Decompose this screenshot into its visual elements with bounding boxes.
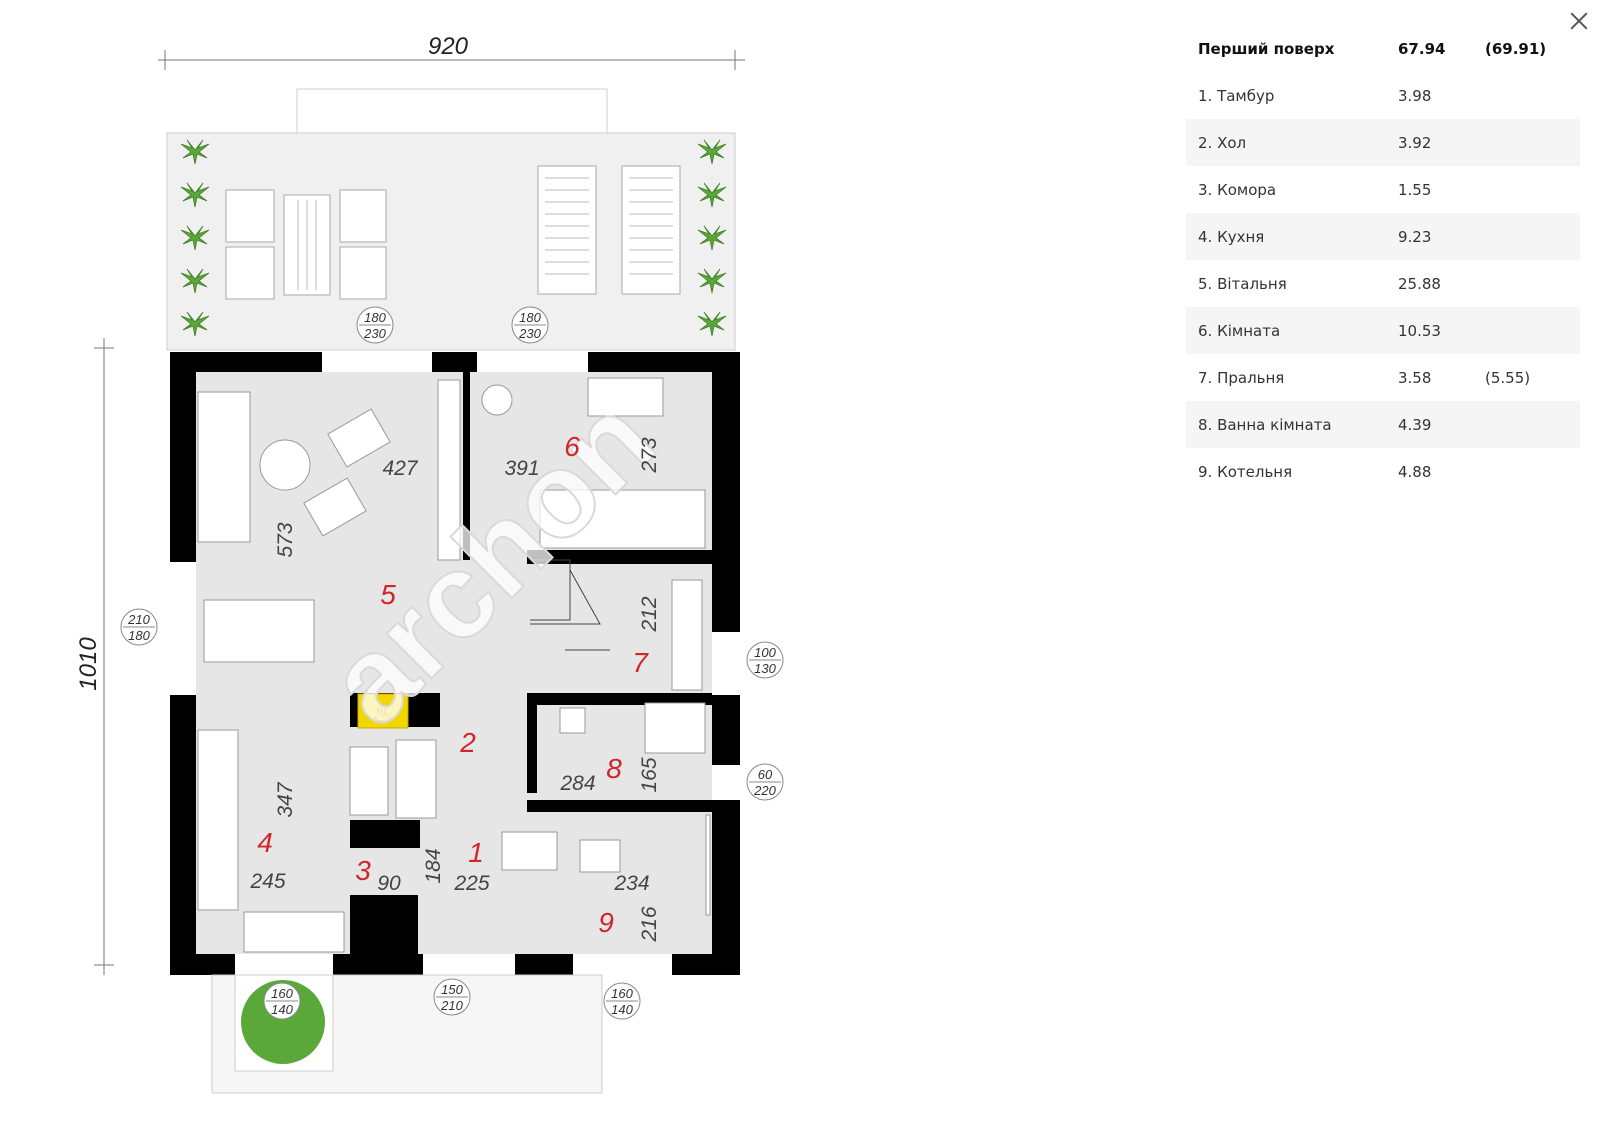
room-area: 3.98	[1398, 87, 1432, 105]
svg-text:100: 100	[754, 645, 776, 660]
opening-marker: 210 180	[120, 608, 158, 646]
dim-427: 427	[382, 457, 418, 480]
room-area-table: Перший поверх 67.94 (69.91) 1. Тамбур 3.…	[1186, 25, 1580, 495]
table-row: 4. Кухня 9.23	[1186, 213, 1580, 260]
svg-text:60: 60	[758, 767, 773, 782]
dim-234: 234	[613, 872, 649, 895]
room-name: 6. Кімната	[1198, 322, 1281, 340]
opening-marker: 100 130	[746, 641, 784, 679]
room-area: 4.88	[1398, 463, 1432, 481]
room-number-7: 7	[632, 647, 649, 678]
dim-284: 284	[559, 772, 595, 795]
room-number-1: 1	[468, 837, 484, 868]
floor-area: 67.94	[1398, 40, 1446, 58]
floor-plan-drawing: 920 1010	[75, 33, 784, 1094]
svg-text:160: 160	[611, 986, 633, 1001]
table-row: 9. Котельня 4.88	[1186, 448, 1580, 495]
dim-184: 184	[422, 848, 445, 883]
room-area: 3.92	[1398, 134, 1432, 152]
dim-216: 216	[638, 906, 661, 942]
opening-marker: 150 210	[433, 978, 471, 1016]
dim-212: 212	[638, 596, 661, 632]
room-gross-area: (5.55)	[1485, 369, 1531, 387]
svg-text:140: 140	[611, 1002, 633, 1017]
dim-573: 573	[274, 522, 297, 557]
room-number-6: 6	[564, 431, 580, 462]
room-name: 5. Вітальня	[1198, 275, 1287, 293]
interior-dimensions: 427 391 273 573 212 347 284 165 184 245 …	[249, 437, 661, 942]
room-number-8: 8	[606, 753, 622, 784]
dim-height: 1010	[75, 637, 102, 691]
room-area: 10.53	[1398, 322, 1441, 340]
room-number-9: 9	[598, 907, 614, 938]
opening-marker: 180 230	[511, 306, 549, 344]
tree-icon	[241, 980, 325, 1064]
table-row: 3. Комора 1.55	[1186, 166, 1580, 213]
room-numbers: 1 2 3 4 5 6 7 8 9	[257, 431, 649, 938]
svg-text:150: 150	[441, 982, 463, 997]
dim-width: 920	[428, 33, 469, 60]
opening-marker: 60 220	[746, 763, 784, 801]
room-name: 2. Хол	[1198, 134, 1247, 152]
svg-text:230: 230	[363, 326, 386, 341]
room-area: 3.58	[1398, 369, 1432, 387]
room-name: 8. Ванна кімната	[1198, 416, 1332, 434]
room-area: 9.23	[1398, 228, 1432, 246]
floor-gross-area: (69.91)	[1485, 40, 1547, 58]
table-row: 8. Ванна кімната 4.39	[1186, 401, 1580, 448]
furniture	[197, 377, 711, 953]
stairs	[530, 559, 610, 651]
svg-text:230: 230	[518, 326, 541, 341]
table-row: 7. Пральня 3.58 (5.55)	[1186, 354, 1580, 401]
table-row: 6. Кімната 10.53	[1186, 307, 1580, 354]
room-number-5: 5	[380, 579, 396, 610]
svg-text:210: 210	[127, 612, 150, 627]
svg-text:210: 210	[440, 998, 463, 1013]
fireplace	[357, 693, 409, 729]
svg-text:220: 220	[753, 783, 776, 798]
dim-245: 245	[249, 870, 285, 893]
opening-marker: 160 140	[263, 982, 301, 1020]
svg-text:140: 140	[271, 1002, 293, 1017]
room-number-2: 2	[459, 727, 476, 758]
dim-273: 273	[638, 437, 661, 473]
room-number-4: 4	[257, 827, 273, 858]
dim-347: 347	[274, 781, 297, 817]
dim-165: 165	[638, 757, 661, 792]
svg-text:160: 160	[271, 986, 293, 1001]
svg-text:130: 130	[754, 661, 776, 676]
table-header-row: Перший поверх 67.94 (69.91)	[1186, 25, 1580, 72]
fire-icon: ♨	[372, 700, 394, 728]
floor-plan: 920 1010	[75, 33, 784, 1094]
room-area: 4.39	[1398, 416, 1432, 434]
table-row: 5. Вітальня 25.88	[1186, 260, 1580, 307]
svg-text:180: 180	[519, 310, 541, 325]
room-area: 1.55	[1398, 181, 1432, 199]
opening-marker: 180 230	[356, 306, 394, 344]
terrace	[166, 88, 736, 351]
room-number-3: 3	[355, 855, 371, 886]
room-name: 9. Котельня	[1198, 463, 1293, 481]
table-row: 2. Хол 3.92	[1186, 119, 1580, 166]
room-name: 1. Тамбур	[1198, 87, 1275, 105]
walls	[170, 352, 740, 975]
floor-name: Перший поверх	[1198, 40, 1335, 58]
room-name: 3. Комора	[1198, 181, 1277, 199]
table-row: 1. Тамбур 3.98	[1186, 72, 1580, 119]
dim-225: 225	[453, 872, 489, 895]
room-area: 25.88	[1398, 275, 1441, 293]
dimension-lines	[94, 50, 745, 975]
dim-391: 391	[504, 457, 539, 480]
svg-text:180: 180	[364, 310, 386, 325]
room-name: 7. Пральня	[1198, 369, 1285, 387]
room-name: 4. Кухня	[1198, 228, 1265, 246]
opening-markers: 180 230 180 230 210 180 100 130 60 220	[120, 306, 784, 1020]
svg-text:180: 180	[128, 628, 150, 643]
dim-90: 90	[377, 872, 401, 895]
opening-marker: 160 140	[603, 982, 641, 1020]
